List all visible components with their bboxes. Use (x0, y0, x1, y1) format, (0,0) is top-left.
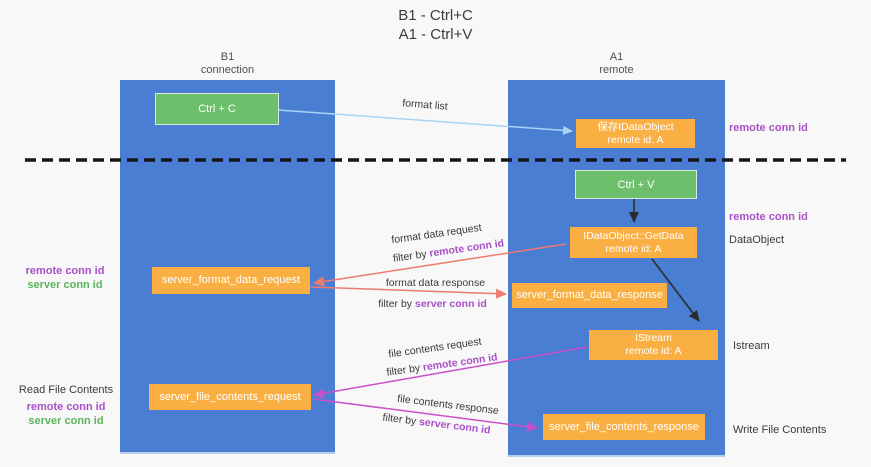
server-file-contents-response-label: server_file_contents_response (549, 420, 699, 433)
arrow-format-list (277, 109, 573, 135)
arrow-getdata-to-istream (651, 258, 700, 322)
title-line-1: B1 - Ctrl+C (398, 7, 473, 24)
read-file-contents-label: Read File Contents (18, 384, 114, 396)
format-data-response-label: format data response (385, 277, 486, 289)
lifeline-a1-name: A1 (609, 51, 624, 63)
title-line-2: A1 - Ctrl+V (398, 26, 473, 43)
right-top-remote-conn-id: remote conn id (729, 122, 808, 134)
server-format-data-response-box: server_format_data_response (512, 283, 667, 308)
server-file-contents-request-box: server_file_contents_request (149, 384, 311, 410)
lifeline-a1-subtitle: remote (599, 64, 634, 76)
lifeline-header-b1: B1 connection (120, 51, 335, 77)
lifeline-header-a1: A1 remote (508, 51, 725, 77)
istream-box: IStream remote id: A (589, 330, 718, 360)
istream-side-label: Istream (733, 340, 770, 352)
getdata-line1: IDataObject::GetData (583, 229, 684, 242)
istream-line2: remote id: A (625, 345, 682, 357)
arrow-file-contents-response (312, 398, 538, 432)
write-file-contents-label: Write File Contents (733, 424, 827, 436)
lifeline-b1-subtitle: connection (200, 64, 255, 76)
left-conn-id-group-1: remote conn id server conn id (18, 264, 112, 292)
server-format-data-request-box: server_format_data_request (152, 267, 310, 294)
save-idataobject-line1: 保存IDataObject (597, 120, 674, 133)
left-conn-id-group-2: Read File Contents remote conn id server… (14, 383, 118, 428)
idataobject-getdata-box: IDataObject::GetData remote id: A (570, 227, 697, 258)
ctrl-c-label: Ctrl + C (198, 103, 236, 115)
server-format-data-response-label: server_format_data_response (516, 289, 663, 301)
right-mid-remote-conn-id: remote conn id (729, 211, 808, 223)
diagram-title: B1 - Ctrl+C A1 - Ctrl+V (0, 6, 871, 44)
filter-by-prefix: filter by (378, 298, 415, 310)
getdata-line2: remote id: A (605, 242, 662, 255)
format-data-response-filter-label: filter by server conn id (376, 298, 489, 310)
left1-server-conn-id: server conn id (27, 279, 103, 291)
ctrl-v-box: Ctrl + V (575, 170, 697, 199)
left2-remote-conn-id: remote conn id (26, 401, 106, 413)
lifeline-b1-name: B1 (220, 51, 235, 63)
left1-remote-conn-id: remote conn id (25, 265, 105, 277)
istream-line1: IStream (635, 332, 672, 344)
dataobject-label: DataObject (729, 234, 785, 246)
arrow-file-contents-request (313, 346, 588, 399)
server-format-data-request-label: server_format_data_request (161, 274, 301, 286)
server-file-contents-request-label: server_file_contents_request (159, 390, 301, 403)
save-idataobject-line2: remote id: A (607, 133, 664, 146)
arrow-format-data-response (310, 286, 507, 299)
save-idataobject-box: 保存IDataObject remote id: A (576, 119, 695, 148)
arrow-format-data-request (313, 243, 567, 287)
ctrl-c-box: Ctrl + C (155, 93, 279, 125)
ctrl-v-label: Ctrl + V (617, 178, 655, 191)
server-conn-id-text: server conn id (414, 298, 487, 310)
server-file-contents-response-box: server_file_contents_response (543, 414, 705, 440)
left2-server-conn-id: server conn id (28, 415, 104, 427)
